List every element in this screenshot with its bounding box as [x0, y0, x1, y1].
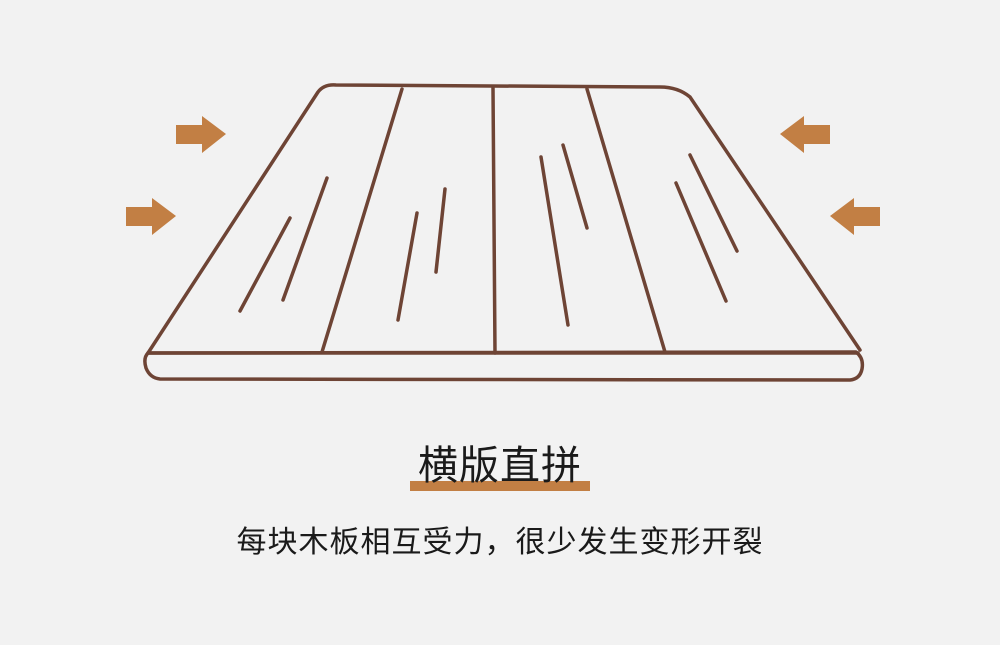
board-front-edge [143, 350, 865, 382]
page-title: 横版直拼 [418, 443, 582, 489]
arrow-left-icon [780, 116, 830, 153]
board-illustration [126, 83, 880, 382]
grain-mark [688, 153, 739, 253]
plank-seam-2 [491, 86, 497, 355]
plank-seam-1 [320, 87, 404, 354]
grain-mark [396, 211, 419, 322]
grain-mark [674, 181, 728, 303]
grain-mark [281, 176, 329, 302]
mattress-board-icon [143, 83, 865, 382]
grain-mark [434, 187, 447, 274]
page-subtitle: 每块木板相互受力，很少发生变形开裂 [236, 525, 764, 560]
arrow-left-icon [830, 198, 880, 235]
grain-mark [238, 216, 292, 313]
arrow-right-icon [126, 198, 176, 235]
title-block: 横版直拼 [0, 440, 1000, 492]
plank-seam-3 [585, 87, 667, 354]
board-top-outline [146, 83, 862, 355]
grain-mark [539, 155, 570, 327]
arrow-right-icon [176, 116, 226, 153]
title-container: 横版直拼 [410, 440, 590, 492]
grain-mark [561, 143, 589, 230]
